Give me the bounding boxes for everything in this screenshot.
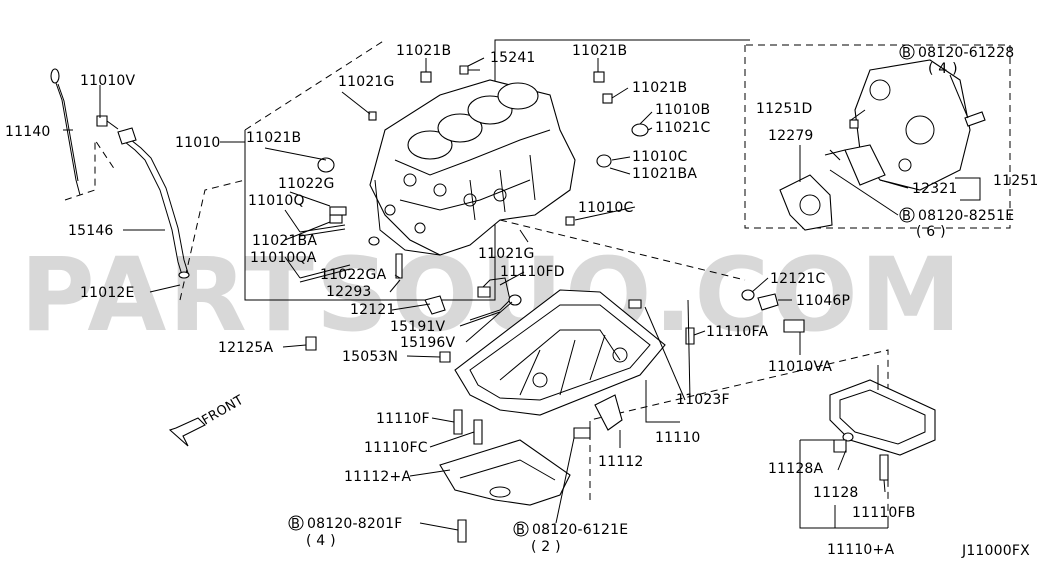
- label-11021BA-right: 11021BA: [632, 166, 697, 182]
- label-12321: 12321: [912, 181, 958, 197]
- label-11128: 11128: [813, 485, 859, 501]
- label-11010C-lower: 11010C: [578, 200, 634, 216]
- label-11110A: 11110+A: [827, 542, 894, 558]
- label-15241: 15241: [490, 50, 536, 66]
- label-12293: 12293: [326, 284, 372, 300]
- svg-text:B: B: [516, 523, 525, 538]
- cylinder-block-group-outline: [244, 39, 750, 301]
- bolt-symbol-icon: [899, 44, 915, 60]
- label-11128A: 11128A: [768, 461, 824, 477]
- label-11012E: 11012E: [80, 285, 135, 301]
- label-11022G: 11022G: [278, 176, 335, 192]
- bracket-11112-drawing: [594, 394, 623, 431]
- oil-level-gauge-drawing: [50, 68, 81, 196]
- label-11023F: 11023F: [676, 392, 730, 408]
- label-11021B-top-right: 11021B: [572, 43, 627, 59]
- label-11021G-lower: 11021G: [478, 246, 535, 262]
- label-qty-8201F: ( 4 ): [306, 533, 336, 549]
- oil-pan-lower-drawing: [829, 379, 936, 456]
- label-11112: 11112: [598, 454, 644, 470]
- label-08120-6121E: 08120-6121E: [532, 522, 628, 538]
- label-15191V: 15191V: [390, 319, 446, 335]
- label-11022GA: 11022GA: [320, 267, 387, 283]
- svg-text:B: B: [902, 46, 911, 61]
- label-11010: 11010: [175, 135, 221, 151]
- label-12121C: 12121C: [770, 271, 826, 287]
- label-11251: 11251: [993, 173, 1039, 189]
- label-15146: 15146: [68, 223, 114, 239]
- label-11110FA: 11110FA: [706, 324, 769, 340]
- label-11140: 11140: [5, 124, 51, 140]
- front-label: FRONT: [200, 393, 247, 429]
- label-11010V: 11010V: [80, 73, 136, 89]
- label-15053N: 15053N: [342, 349, 398, 365]
- label-11110FC: 11110FC: [364, 440, 428, 456]
- leader-lines: [63, 57, 981, 531]
- label-qty-8251E: ( 6 ): [916, 224, 946, 240]
- label-08120-8201F: 08120-8201F: [307, 516, 402, 532]
- rear-plate-group-outline: [744, 44, 1011, 229]
- label-11021B-top-left: 11021B: [396, 43, 451, 59]
- svg-text:B: B: [291, 517, 300, 532]
- part-labels: 11010V 11140 15146 11012E 11010 11021B 1…: [5, 43, 1039, 559]
- rear-seal-retainer-drawing: [779, 174, 833, 231]
- oil-pan-cover-drawing: [439, 439, 571, 506]
- bolt-symbol-icon: [288, 515, 304, 531]
- label-12125A: 12125A: [218, 340, 274, 356]
- label-11110: 11110: [655, 430, 701, 446]
- rear-plate-drawing: [854, 59, 971, 191]
- label-11021C: 11021C: [655, 120, 711, 136]
- label-qty-61228: ( 4 ): [928, 61, 958, 77]
- oil-pan-upper-drawing: [454, 289, 666, 416]
- label-11010B: 11010B: [655, 102, 710, 118]
- label-11021G-upper: 11021G: [338, 74, 395, 90]
- dipstick-guide-drawing: [117, 127, 190, 279]
- label-qty-6121E: ( 2 ): [531, 539, 561, 555]
- gasket-12321-drawing: [844, 144, 886, 186]
- label-08120-8251E: 08120-8251E: [918, 208, 1014, 224]
- diagram-code: J11000FX: [961, 543, 1030, 559]
- label-11110F: 11110F: [376, 411, 430, 427]
- front-direction-arrow-icon: [168, 417, 206, 447]
- label-11010C-upper: 11010C: [632, 149, 688, 165]
- label-11010VA: 11010VA: [768, 359, 832, 375]
- plug-11021B-drawing: [420, 71, 432, 83]
- bolt-symbol-icon: [513, 521, 529, 537]
- label-11010QA: 11010QA: [250, 250, 317, 266]
- cylinder-block-drawing: [369, 79, 576, 256]
- label-11110FD: 11110FD: [500, 264, 565, 280]
- label-15196V: 15196V: [400, 335, 456, 351]
- bolt-11010V-drawing: [96, 115, 119, 130]
- label-11021B-right: 11021B: [632, 80, 687, 96]
- svg-text:B: B: [902, 209, 911, 224]
- label-11021B-left: 11021B: [246, 130, 301, 146]
- label-11021BA-left: 11021BA: [252, 233, 317, 249]
- label-11112A: 11112+A: [344, 469, 411, 485]
- bolt-symbol-icon: [899, 207, 915, 223]
- label-12279: 12279: [768, 128, 814, 144]
- label-11110FB: 11110FB: [852, 505, 916, 521]
- label-12121: 12121: [350, 302, 396, 318]
- label-11010Q: 11010Q: [248, 193, 305, 209]
- label-08120-61228: 08120-61228: [918, 45, 1014, 61]
- label-11046P: 11046P: [796, 293, 850, 309]
- label-11251D: 11251D: [756, 101, 813, 117]
